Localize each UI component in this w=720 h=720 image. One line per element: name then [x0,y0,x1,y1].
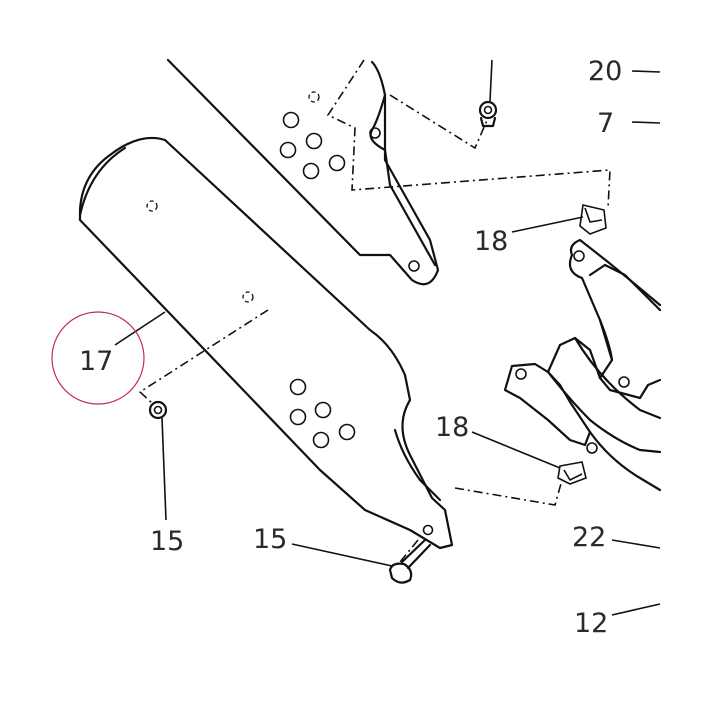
highlight-circle-17 [51,311,145,405]
callout-label-22: 22 [572,522,606,553]
callout-label-17: 17 [79,346,113,377]
right-frame-assembly [503,238,662,492]
upper-bracket-panel [166,58,440,286]
callout-label-20: 20 [588,56,622,87]
clip-nut-lower [557,461,587,485]
leader-lines [114,59,661,616]
screw-bottom [388,538,432,584]
main-cover-panel [78,136,454,550]
callout-label-15-bottom: 15 [253,524,287,555]
callout-label-7: 7 [597,108,614,139]
callout-label-18-top: 18 [474,226,508,257]
washer-bolt-left [148,400,168,420]
callout-label-18-mid: 18 [435,412,469,443]
assembly-dash-lines [138,59,611,563]
callout-label-15-left: 15 [150,526,184,557]
top-fastener-bolt [478,100,498,128]
clip-nut-upper [579,204,607,235]
callout-label-12: 12 [574,608,608,639]
